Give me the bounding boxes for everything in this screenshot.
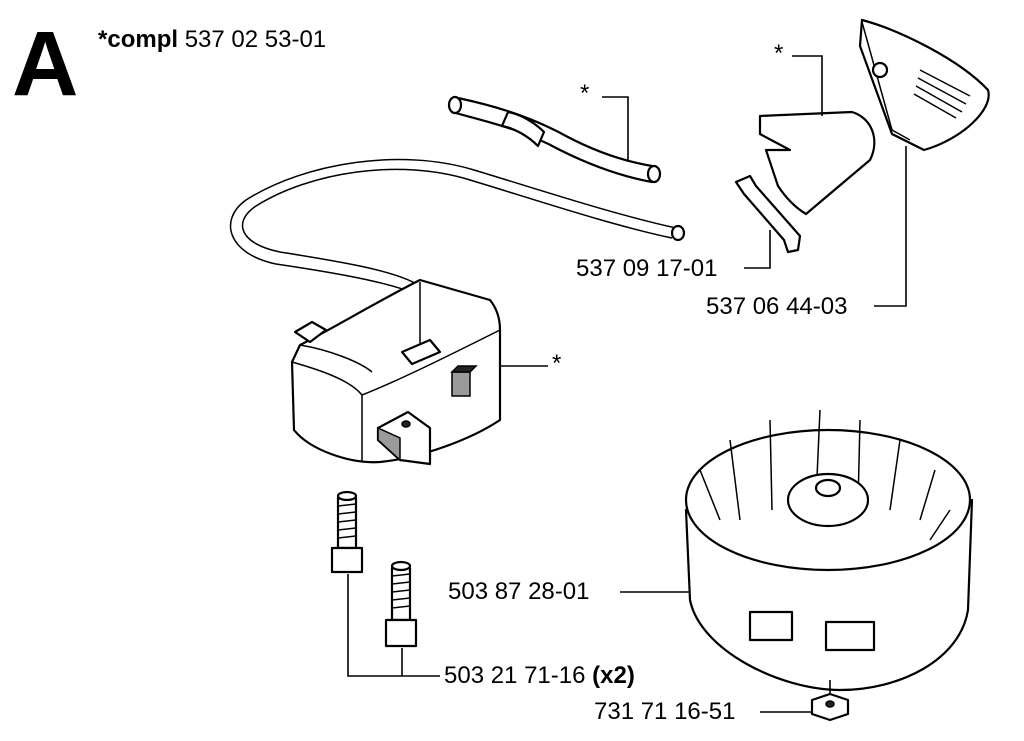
module-star-marker: * (552, 350, 562, 377)
wire-tube (447, 95, 662, 184)
ignition-module (290, 278, 502, 466)
callout-screws: 503 21 71-16 (x2) (444, 664, 635, 688)
screw-left (330, 490, 364, 574)
callout-screws-qty: (x2) (592, 662, 635, 689)
callout-screws-number: 503 21 71-16 (444, 662, 586, 689)
tube-star-marker: * (580, 80, 590, 107)
leader-lines (347, 55, 907, 713)
ignition-wire (229, 158, 686, 296)
callout-switch-lever: 537 09 17-01 (576, 255, 718, 282)
assembly-part-number: 537 02 53-01 (184, 26, 327, 53)
callout-cover: 537 06 44-03 (706, 293, 848, 320)
nut (810, 692, 850, 722)
flywheel (684, 409, 974, 692)
cover-plate-star-marker: * (774, 40, 784, 67)
cover-plate (758, 110, 876, 216)
switch-lever (734, 174, 802, 254)
assembly-title: *compl 537 02 53-01 (98, 26, 326, 54)
callout-flywheel: 503 87 28-01 (448, 578, 590, 605)
callout-nut: 731 71 16-51 (594, 698, 736, 725)
screw-right (384, 560, 418, 648)
section-letter: A (12, 13, 79, 115)
top-cover (858, 18, 990, 152)
assembly-title-prefix: *compl (98, 26, 179, 53)
